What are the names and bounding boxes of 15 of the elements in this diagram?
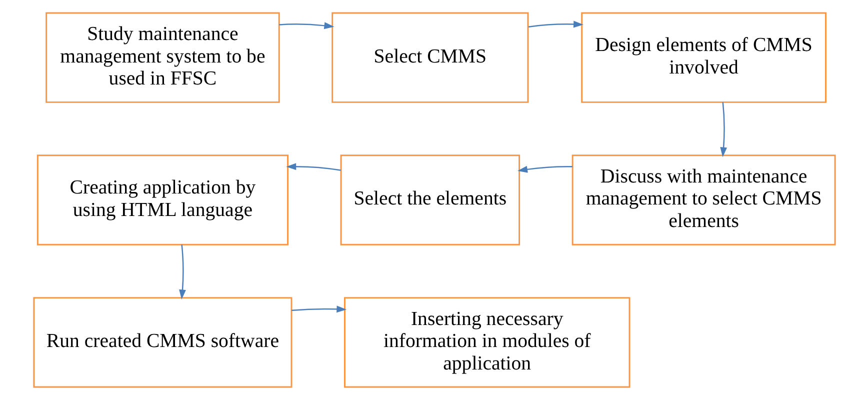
node-box: Discuss with maintenance management to select CMMS elements [571,154,836,246]
node-box: Run created CMMS software [32,297,292,388]
arrow [528,20,583,28]
node-box: Creating application by using HTML language [36,154,288,246]
arrow [286,163,340,171]
node-box: Select the elements [340,154,520,246]
arrow [720,102,727,158]
arrow [291,306,346,313]
arrow [278,22,334,30]
node-box: Inserting necessary information in modules of application [344,297,630,388]
arrow [517,166,572,173]
node-box: Study maintenance management system to be used in FFSC [45,12,280,103]
node-box: Select CMMS [331,12,528,103]
arrow [178,244,186,300]
node-box: Design elements of CMMS involved [580,12,826,103]
